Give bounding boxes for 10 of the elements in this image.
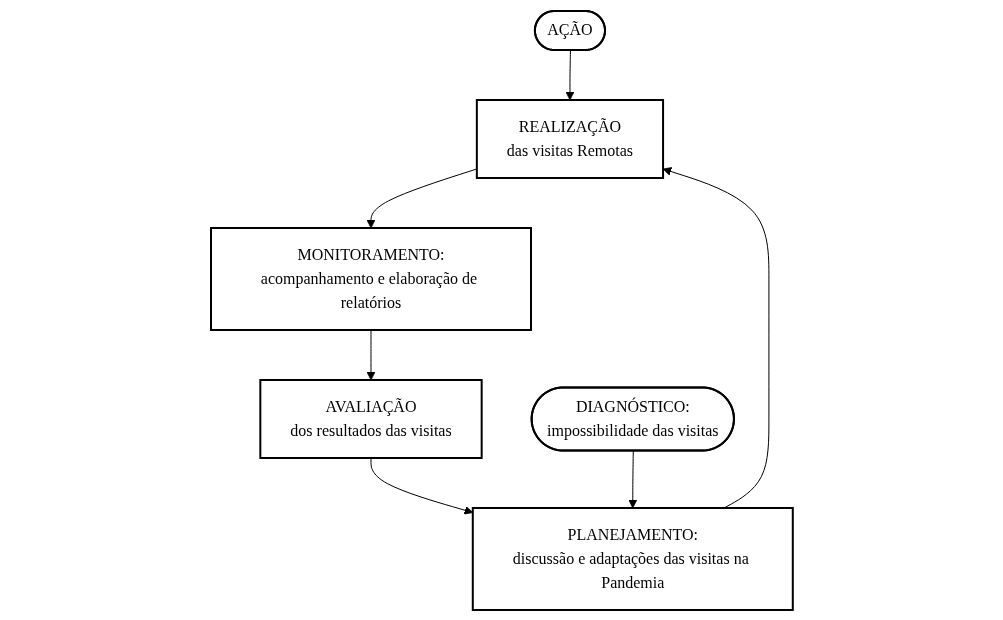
arrow (662, 166, 769, 508)
node-box: MONITORAMENTO: acompanhamento e elaboração de relatórios (209, 226, 532, 331)
arrow (370, 457, 473, 515)
node-box: AVALIAÇÃO dos resultados das visitas (258, 378, 483, 459)
node-box: PLANEJAMENTO: discussão e adaptações das visitas na Pandemia (471, 506, 794, 611)
arrow (628, 450, 637, 508)
arrow (366, 167, 477, 228)
node-box: REALIZAÇÃO das visitas Remotas (475, 98, 664, 179)
arrow (565, 49, 574, 100)
arrow (366, 329, 375, 380)
